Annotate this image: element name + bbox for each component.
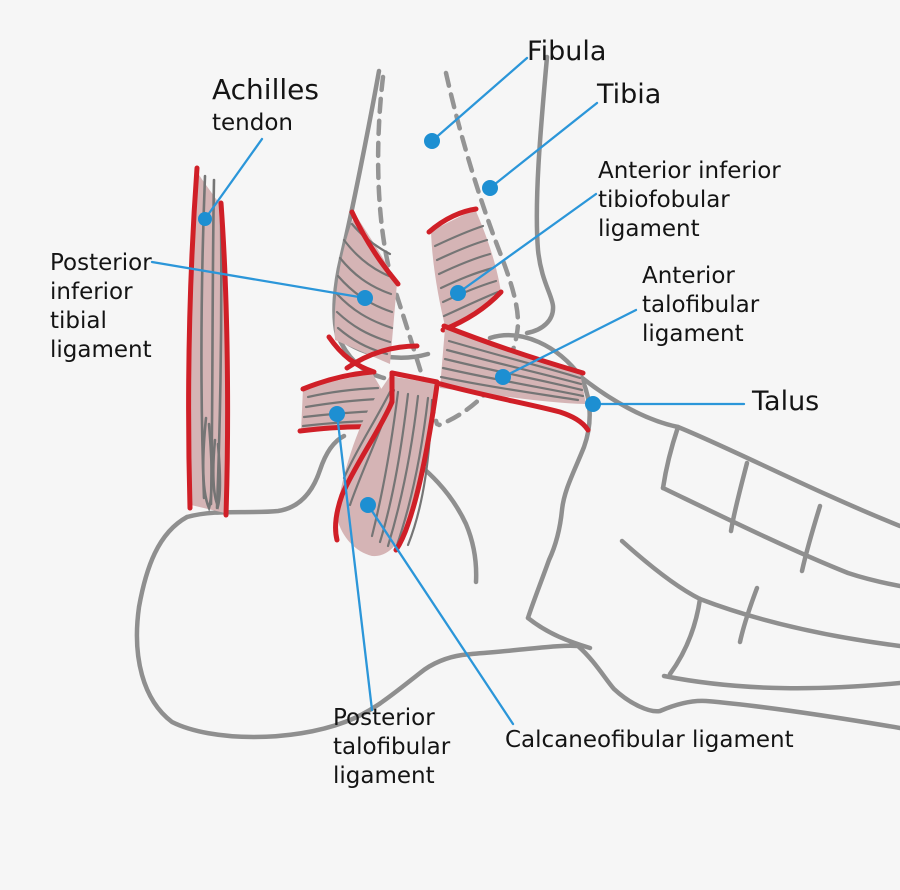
anterior-talofibular-ligament [434, 323, 591, 433]
fibula-dashed-left-edge [375, 74, 440, 427]
talus-front-edge [525, 374, 592, 621]
achilles-marker-dot [198, 212, 212, 226]
tibia-label: Tibia [597, 79, 662, 110]
metatarsal-shaft-upper [697, 596, 900, 649]
fibula-label: Fibula [527, 36, 607, 67]
leader-lines [150, 56, 746, 726]
tibia-right-edge [524, 54, 556, 336]
posterior-inferior-tibial-label: Posterior inferior tibial ligament [50, 250, 152, 363]
achilles-red-borders [186, 165, 231, 518]
cuboid-metatarsal-joint [667, 596, 703, 677]
navicular-cuboid-joint [619, 538, 703, 602]
talonavicular-joint [660, 424, 681, 491]
talus-label: Talus [752, 386, 820, 417]
calcaneofibular-marker-dot [360, 497, 376, 513]
anterior-talofibular-leader-line [501, 308, 638, 379]
marker-dots [198, 133, 601, 513]
achilles-label: Achilles tendon [212, 72, 319, 138]
posterior-talofibular-label: Posterior talofibular ligament [333, 705, 451, 789]
anterior-inferior-tibiofibular-leader-line [456, 192, 598, 295]
fibula-leader-line [430, 56, 529, 143]
posterior-inferior-tibial-leader-line [150, 260, 367, 300]
anterior-talofibular-label: Anterior talofibular ligament [642, 263, 760, 347]
cuboid-bottom-joint [525, 615, 593, 651]
posterior-inferior-tibial-marker-dot [357, 290, 373, 306]
calcaneus-outline [134, 514, 900, 740]
cuneiform-top-line [660, 485, 900, 589]
achilles-leader-line [203, 137, 264, 221]
anterior-talofibular-marker-dot [495, 369, 511, 385]
achilles-tendon-fill [189, 172, 228, 513]
calcaneofibular-ligament [333, 370, 440, 557]
metatarsal-shaft-lower [661, 673, 900, 691]
calcaneofibular-label: Calcaneofibular ligament [505, 727, 794, 753]
talus-top-and-dorsal-outline [487, 332, 900, 529]
atl-red-borders [434, 323, 591, 433]
anterior-inferior-tibiofibular-marker-dot [450, 285, 466, 301]
tibia-marker-dot [482, 180, 498, 196]
metatarsal-base-joint-a [737, 585, 760, 645]
cuneiform-joint [728, 460, 750, 534]
posterior-talofibular-marker-dot [329, 406, 345, 422]
bone-outlines [134, 54, 900, 740]
achilles-label-title: Achilles [212, 73, 319, 106]
metatarsal-base-joint-b [799, 503, 823, 574]
anterior-inferior-tibiofibular-label: Anterior inferior tibiofobular ligament [598, 158, 781, 242]
fibula-marker-dot [424, 133, 440, 149]
anterior-inferior-tibiofibular-ligament [426, 206, 504, 333]
achilles-label-subtitle: tendon [212, 110, 293, 137]
tibia-leader-line [488, 101, 599, 190]
talus-marker-dot [585, 396, 601, 412]
calcaneofibular-leader-line [366, 503, 515, 726]
aitl-fibers [433, 224, 500, 318]
pitl-fill [334, 214, 397, 364]
posterior-talofibular-leader-line [335, 412, 374, 712]
